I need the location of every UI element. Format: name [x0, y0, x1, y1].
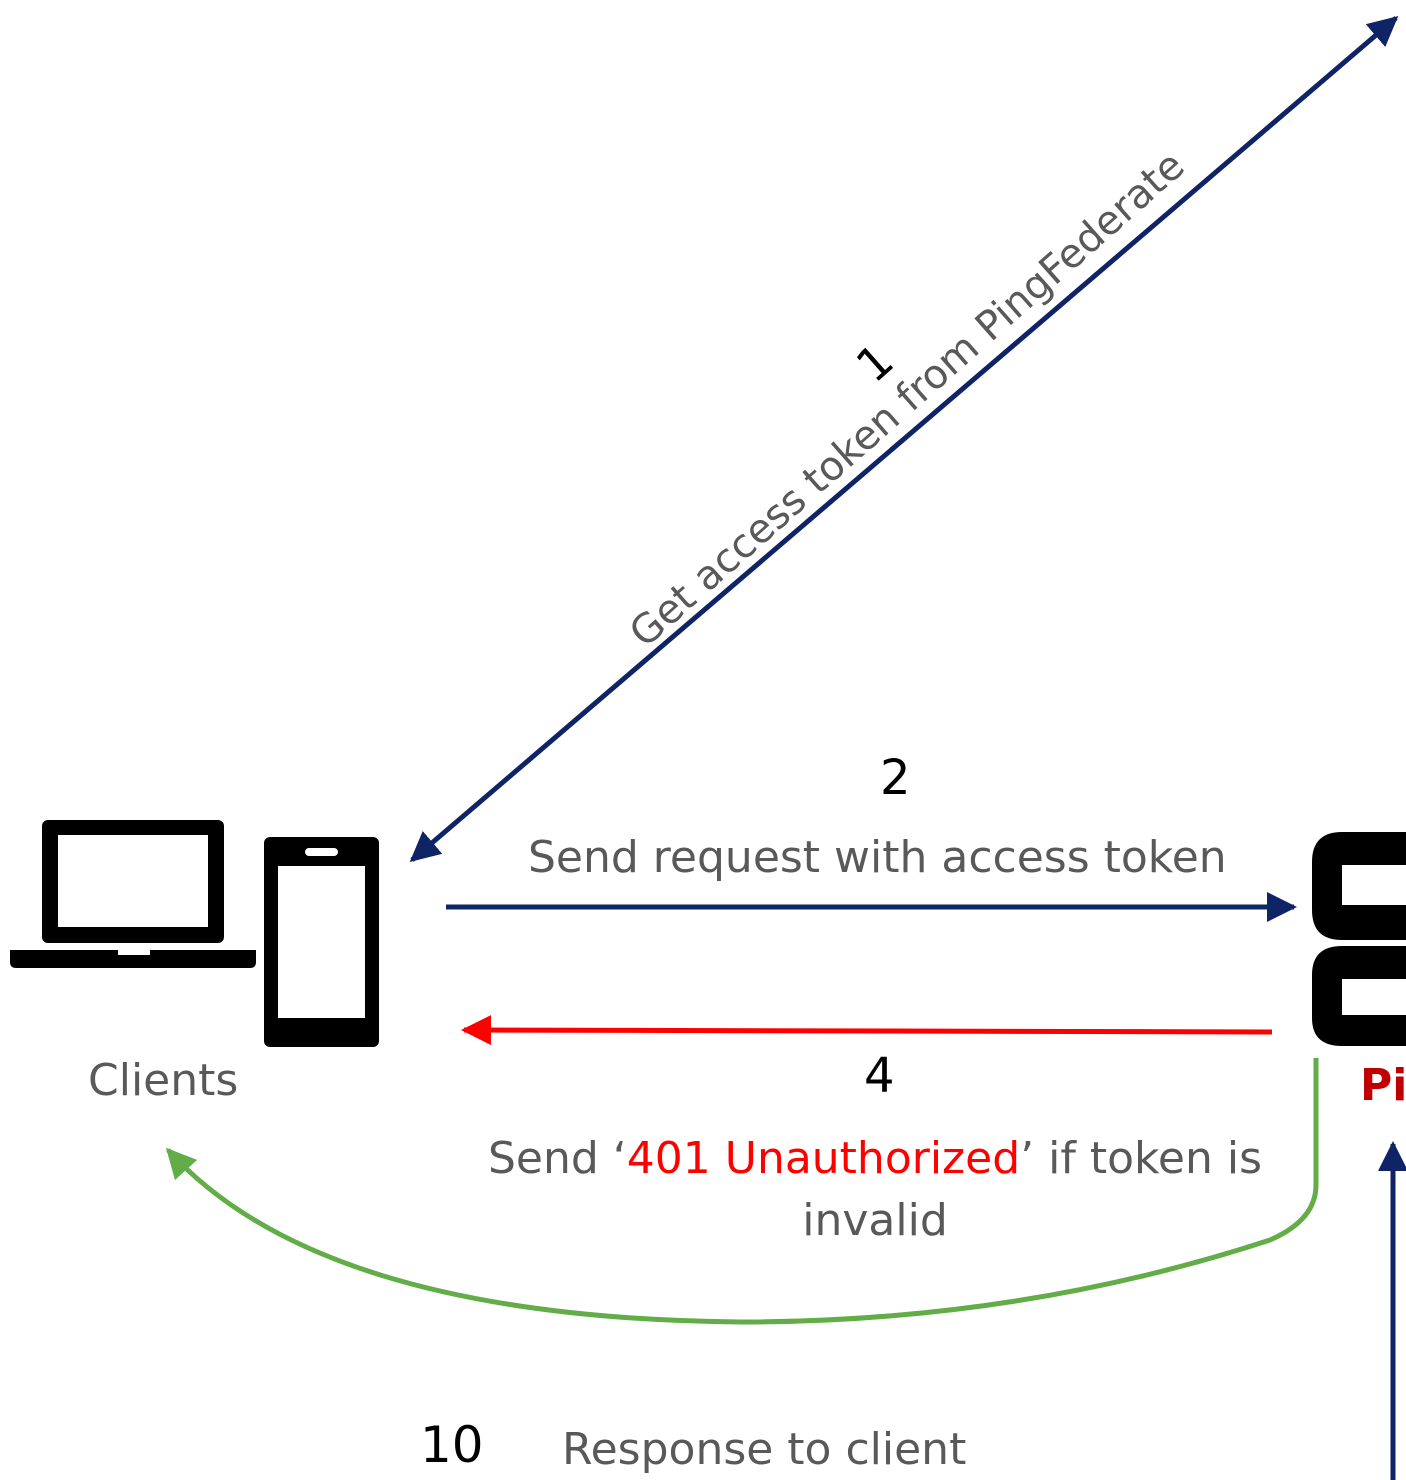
step2-number: 2	[880, 750, 911, 806]
step4-label: Send ‘401 Unauthorized’ if token is inva…	[470, 1128, 1280, 1252]
step4-label-highlight: 401 Unauthorized	[626, 1133, 1021, 1184]
step4-label-before: Send ‘	[487, 1133, 627, 1184]
step4-label-after: ’ if token is invalid	[802, 1133, 1263, 1246]
step10-number: 10	[420, 1416, 484, 1474]
step4-arrow	[461, 1015, 1273, 1046]
response-arrow	[165, 1058, 1319, 1325]
step2-label: Send request with access token	[528, 832, 1227, 883]
step10-label: Response to client	[562, 1424, 967, 1475]
pingfederate-node-label: Pi	[1360, 1060, 1406, 1111]
phone-icon	[264, 837, 379, 1047]
laptop-icon	[10, 820, 256, 968]
clients-label: Clients	[88, 1055, 239, 1106]
step1-arrow	[409, 16, 1399, 862]
server-icon	[1312, 832, 1406, 1046]
step4-number: 4	[864, 1048, 895, 1104]
